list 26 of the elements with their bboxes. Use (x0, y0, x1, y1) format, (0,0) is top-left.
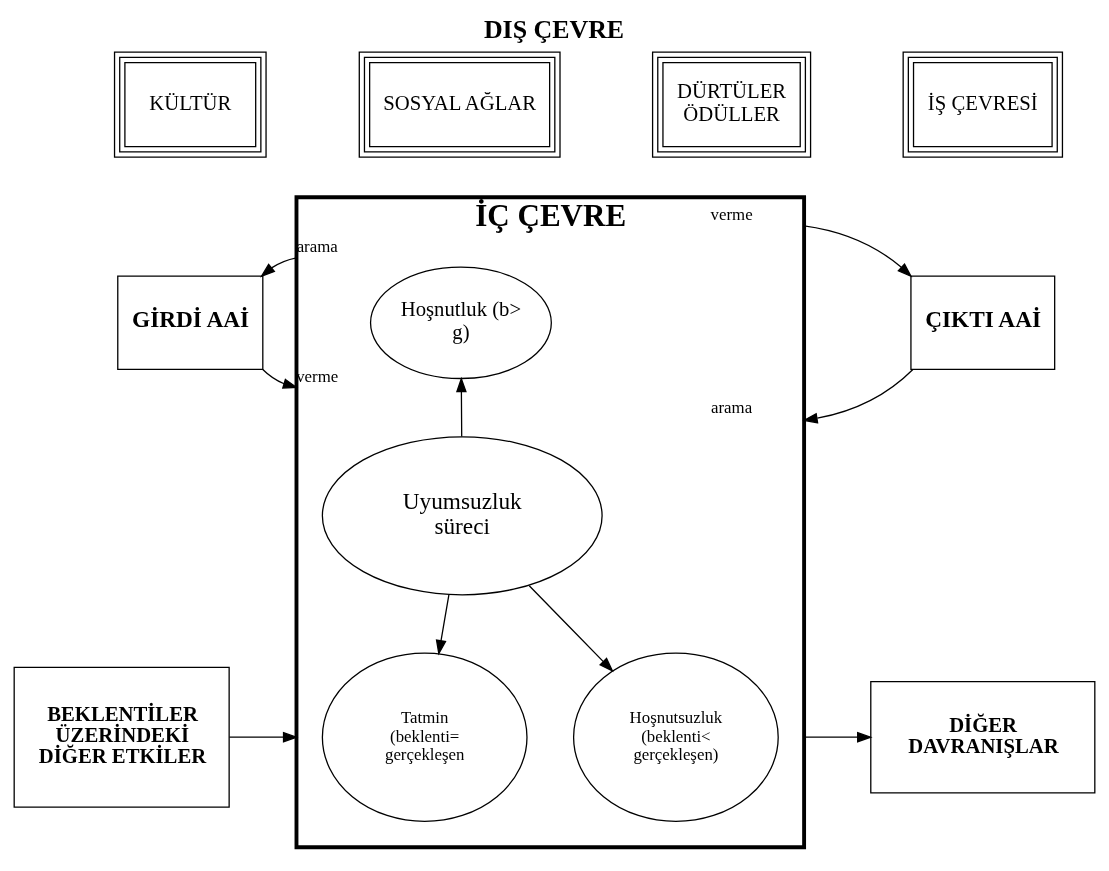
arrow (802, 368, 914, 424)
node-box: İŞ ÇEVRESİ (902, 51, 1064, 158)
node-box: ÇIKTI AAİ (910, 275, 1056, 371)
arrow (435, 594, 450, 656)
arrow (803, 225, 913, 278)
node-box: KÜLTÜR (113, 51, 267, 158)
edge-label: verme (710, 204, 753, 224)
diagram-title: DIŞ ÇEVRE (483, 14, 625, 44)
arrow (528, 585, 614, 673)
edge-label: arama (711, 397, 753, 417)
node-box: SOSYAL AĞLAR (358, 51, 561, 158)
arrow (262, 368, 299, 389)
node-ellipse: Hoşnutluk (b> g) (369, 266, 552, 380)
node-box: DİĞER DAVRANIŞLAR (870, 680, 1096, 794)
arrow (455, 376, 467, 438)
node-box: GİRDİ AAİ (117, 275, 264, 371)
arrow (260, 257, 298, 278)
node-ellipse: Hoşnutsuzluk (beklenti< gerçekleşen) (572, 652, 779, 823)
arrow (228, 731, 299, 743)
arrow (803, 731, 873, 743)
node-box: DÜRTÜLER ÖDÜLLER (651, 51, 812, 158)
edge-label: verme (296, 366, 339, 386)
node-ellipse: Tatmin (beklenti= gerçekleşen (321, 652, 528, 823)
edge-label: arama (296, 237, 338, 257)
node-box: BEKLENTİLER ÜZERİNDEKİ DİĞER ETKİLER (13, 666, 230, 808)
node-ellipse: Uyumsuzluk süreci (321, 436, 603, 596)
